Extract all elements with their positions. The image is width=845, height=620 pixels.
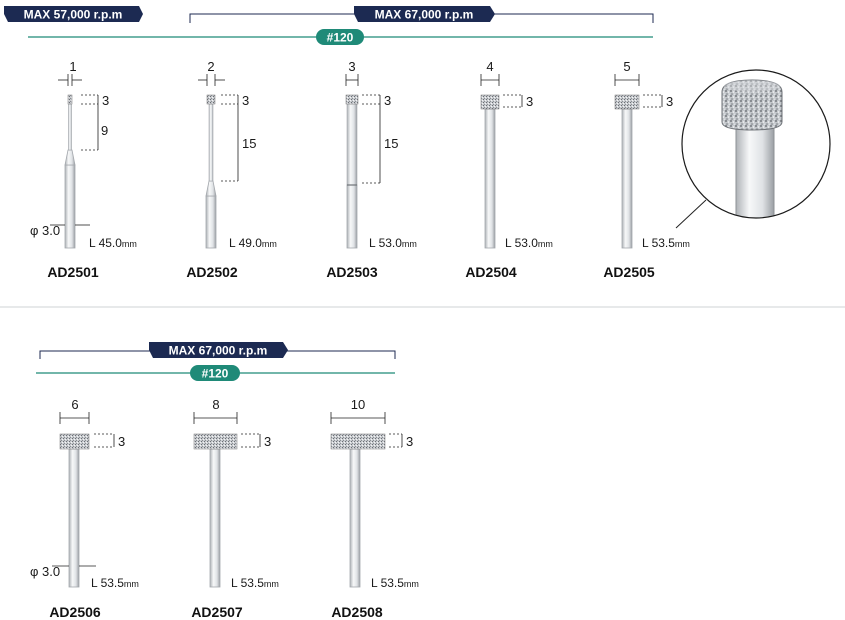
tool-neck-length-label: 15 — [242, 136, 256, 151]
tool-neck — [346, 103, 358, 186]
speed-badge-right-text: MAX 67,000 r.p.m — [375, 8, 474, 22]
zoom-circle — [681, 69, 831, 219]
speed-badge-text: MAX 67,000 r.p.m — [169, 344, 268, 358]
zoom-diamond-head — [721, 79, 783, 131]
tool-diamond-head — [67, 94, 73, 105]
shank-diameter-label: φ 3.0 — [30, 564, 60, 579]
tool-head-height-label: 3 — [384, 93, 391, 108]
tool-ad2502: 2 3 15 L 49.0mm AD2502 — [186, 59, 277, 280]
tool-head-height-label: 3 — [526, 94, 533, 109]
tool-diameter-label: 4 — [486, 59, 493, 74]
tool-shank — [209, 448, 221, 588]
tool-ad2507: 8 3 L 53.5mm AD2507 — [191, 397, 279, 620]
tool-ad2508: 10 3 L 53.5mm AD2508 — [330, 397, 419, 620]
tool-code: AD2507 — [191, 604, 243, 620]
tool-neck — [208, 103, 214, 182]
tool-head-height-label: 3 — [118, 434, 125, 449]
speed-badge-right — [354, 6, 495, 22]
tool-shank — [621, 108, 633, 249]
tool-shank — [346, 184, 358, 249]
tool-ad2504: 4 3 L 53.0mm AD2504 — [465, 59, 553, 280]
tool-diamond-head — [614, 94, 640, 110]
tool-diamond-head — [193, 433, 238, 450]
row2-grit-banner: #120 — [36, 365, 395, 381]
tool-length-label: L 53.5mm — [91, 576, 139, 590]
tool-length-label: L 53.5mm — [231, 576, 279, 590]
grit-badge-text: #120 — [202, 367, 229, 381]
tool-shank — [205, 195, 217, 249]
zoom-shank — [735, 119, 775, 218]
tool-diameter-label: 6 — [71, 397, 78, 412]
tool-neck — [68, 103, 72, 151]
tool-taper — [205, 180, 217, 197]
tool-diameter-label: 1 — [69, 59, 76, 74]
tool-diameter-label: 2 — [207, 59, 214, 74]
tool-diameter-label: 8 — [212, 397, 219, 412]
tool-code: AD2508 — [331, 604, 383, 620]
tool-taper — [64, 149, 76, 166]
tool-length-label: L 45.0mm — [89, 236, 137, 250]
tool-head-height-label: 3 — [666, 94, 673, 109]
tool-head-height-label: 3 — [242, 93, 249, 108]
tool-length-label: L 53.5mm — [371, 576, 419, 590]
row1-grit-banner: #120 — [28, 29, 653, 45]
tool-code: AD2505 — [603, 264, 655, 280]
tool-head-height-label: 3 — [102, 93, 109, 108]
tool-neck-length-label: 9 — [101, 123, 108, 138]
tool-diameter-label: 5 — [623, 59, 630, 74]
tool-length-label: L 49.0mm — [229, 236, 277, 250]
tool-shank — [68, 448, 80, 588]
tool-code: AD2501 — [47, 264, 99, 280]
tool-ad2501: 1 3 9 φ 3.0 L 45.0mm AD2501 — [30, 59, 137, 280]
tool-length-label: L 53.0mm — [505, 236, 553, 250]
grit-badge — [190, 365, 240, 381]
tool-neck-length-label: 15 — [384, 136, 398, 151]
row1-speed-banner-left: MAX 57,000 r.p.m — [4, 6, 143, 22]
tool-shank — [64, 164, 76, 249]
tool-length-label: L 53.5mm — [642, 236, 690, 250]
row1-speed-banner-right: MAX 67,000 r.p.m — [189, 6, 654, 23]
tool-diamond-head — [206, 94, 216, 105]
tool-diamond-head — [59, 433, 90, 450]
shank-diameter-label: φ 3.0 — [30, 223, 60, 238]
zoom-leader-line — [675, 199, 707, 229]
tool-ad2505: 5 3 L 53.5mm AD2505 — [603, 59, 690, 280]
tool-diameter-label: 10 — [351, 397, 365, 412]
tool-diamond-head — [480, 94, 500, 110]
tool-code: AD2504 — [465, 264, 517, 280]
speed-badge — [149, 342, 288, 358]
tool-shank — [484, 108, 496, 249]
tool-code: AD2506 — [49, 604, 101, 620]
tool-head-height-label: 3 — [264, 434, 271, 449]
tool-diamond-head — [330, 433, 386, 450]
tool-code: AD2503 — [326, 264, 378, 280]
zoom-callout — [675, 69, 831, 229]
tool-head-height-label: 3 — [406, 434, 413, 449]
speed-badge-left-text: MAX 57,000 r.p.m — [24, 8, 123, 22]
speed-badge-left — [4, 6, 143, 22]
tool-diamond-head — [345, 94, 359, 105]
tool-code: AD2502 — [186, 264, 238, 280]
tool-diameter-label: 3 — [348, 59, 355, 74]
tool-shank — [349, 448, 361, 588]
tool-ad2503: 3 3 15 L 53.0mm AD2503 — [326, 59, 417, 280]
grit-badge-text: #120 — [327, 31, 354, 45]
grit-badge — [316, 29, 364, 45]
tool-ad2506: 6 3 φ 3.0 L 53.5mm AD2506 — [30, 397, 139, 620]
tool-length-label: L 53.0mm — [369, 236, 417, 250]
row2-speed-banner: MAX 67,000 r.p.m — [39, 342, 396, 359]
